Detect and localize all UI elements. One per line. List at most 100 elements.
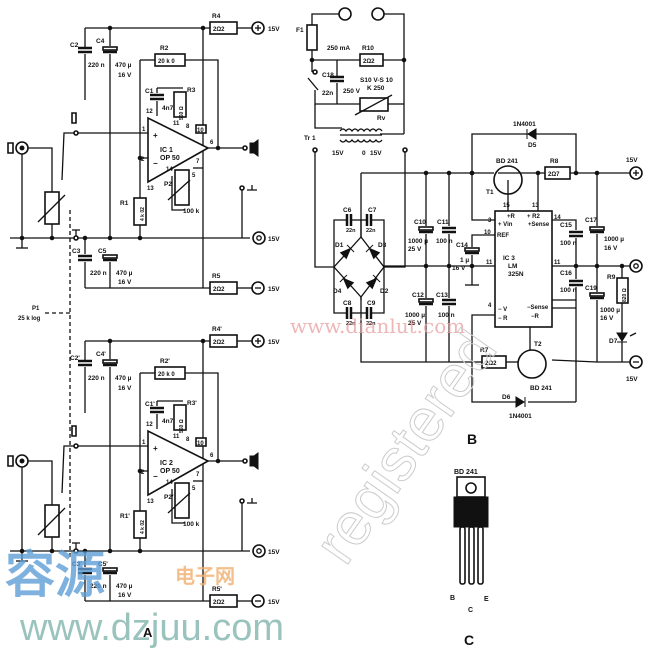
r7-label: R7	[480, 347, 489, 354]
junction-dot	[594, 263, 600, 269]
wire	[72, 542, 80, 549]
c17-label: C17	[585, 217, 597, 224]
c8-label: C8	[343, 300, 352, 307]
terminal-circle	[629, 259, 643, 273]
junction-dot	[573, 263, 579, 269]
resistor-r3	[173, 91, 187, 118]
pin-8: 8	[186, 124, 190, 130]
resistor-r3	[173, 404, 187, 431]
negative-supply-terminal	[251, 594, 265, 608]
c6-value: 22n	[346, 228, 356, 234]
c12-value: 1000 µ	[405, 312, 425, 319]
r7-value: 2Ω2	[485, 361, 497, 367]
wire	[333, 267, 346, 314]
c17-voltage: 16 V	[604, 245, 618, 252]
resistor-r5	[209, 281, 238, 295]
p2-label: P2	[164, 181, 172, 188]
capacitor-plate	[102, 359, 118, 364]
r3-label: R3	[187, 87, 196, 94]
terminal-circle	[252, 231, 266, 245]
resistor-r4	[209, 334, 238, 348]
r3-value: 560 Ω	[179, 419, 185, 433]
d3-label: D3	[378, 242, 387, 249]
c13-label: C13	[436, 292, 448, 299]
junction-dot	[401, 57, 407, 63]
wire	[37, 507, 66, 536]
c15-label: C15	[560, 222, 572, 229]
pin-b-label: B	[450, 595, 455, 602]
watermark-cn2: 电子网	[175, 565, 235, 588]
resistor-r4	[209, 21, 238, 35]
c1-value: 4n7	[162, 418, 174, 425]
diode-d6	[515, 396, 526, 408]
c2-label: C2	[70, 42, 79, 49]
d7-label: D7	[609, 338, 618, 345]
wire	[314, 152, 334, 268]
junction-dot	[49, 235, 55, 241]
ic3-minus-r: − R	[498, 316, 508, 322]
c4-voltage: 16 V	[118, 72, 132, 79]
pin-13: 13	[147, 499, 154, 505]
c11-label: C11	[437, 219, 449, 226]
capacitor-c5	[102, 567, 118, 575]
pinout-title: BD 241	[454, 469, 478, 476]
negative-supply-terminal	[251, 281, 265, 295]
r1-value: 4 k 02	[140, 207, 146, 221]
pin-6: 6	[210, 453, 214, 459]
capacitor-c1	[150, 93, 164, 101]
junction-dot	[594, 170, 600, 176]
audio-input-icon	[7, 142, 14, 154]
ac-terminal-right	[402, 147, 408, 153]
capacitor-c18	[330, 75, 344, 83]
r9-value: 820 Ω	[622, 288, 628, 302]
t2-type: BD 241	[530, 385, 552, 392]
input-terminal	[73, 130, 79, 136]
c10-voltage: 25 V	[408, 246, 422, 253]
wire	[372, 267, 385, 314]
capacitor-plate	[589, 226, 605, 231]
pin-1: 1	[142, 127, 146, 133]
capacitor-plate	[589, 292, 605, 297]
watermark-blue: www.dzjuu.com	[19, 607, 284, 649]
tr1-label: Tr 1	[304, 135, 316, 142]
r8-label: R8	[550, 158, 559, 165]
ic3-pin-13: 13	[532, 203, 539, 209]
c3-value: 220 n	[90, 270, 107, 277]
junction-dot	[446, 263, 452, 269]
r5-label: R5'	[212, 586, 222, 593]
c4-voltage: 16 V	[118, 385, 132, 392]
negative-raw-rail	[360, 313, 476, 363]
c19-voltage: 16 V	[600, 315, 614, 322]
c10-value: 1000 µ	[408, 238, 428, 245]
input-signal-icon	[71, 112, 77, 124]
junction-dot	[535, 170, 541, 176]
capacitor-c5	[102, 254, 118, 262]
ic3-pin-15: 15	[503, 203, 510, 209]
r5-label: R5	[212, 273, 221, 280]
c14-voltage: 16 V	[452, 265, 466, 272]
negative-supply-voltage: 15V	[268, 286, 280, 293]
positive-supply-voltage: 15V	[268, 339, 280, 346]
resistor-r5	[209, 594, 238, 608]
wire	[61, 445, 76, 494]
c2-value: 220 n	[88, 375, 105, 382]
junction-dot	[200, 338, 206, 344]
capacitor-plate	[102, 46, 118, 51]
r3-label: R3'	[187, 400, 197, 407]
audio-input-icon	[7, 455, 14, 467]
c9-value: 22n	[366, 321, 376, 327]
r9-label: R9	[607, 274, 616, 281]
rv-type: S10 V-S 10	[360, 77, 393, 84]
pin-5: 5	[192, 173, 196, 179]
c3-value: 220 n	[90, 583, 107, 590]
positive-supply-voltage: 15V	[268, 26, 280, 33]
pin-14: 14	[166, 167, 173, 173]
c4-value: 470 µ	[115, 62, 132, 69]
capacitor-c12	[418, 298, 434, 306]
d6-type: 1N4001	[509, 413, 532, 420]
c11-value: 100 n	[436, 238, 453, 245]
positive-output-terminal	[629, 166, 643, 180]
negative-output-voltage: 15V	[626, 376, 638, 383]
wire	[247, 185, 257, 191]
